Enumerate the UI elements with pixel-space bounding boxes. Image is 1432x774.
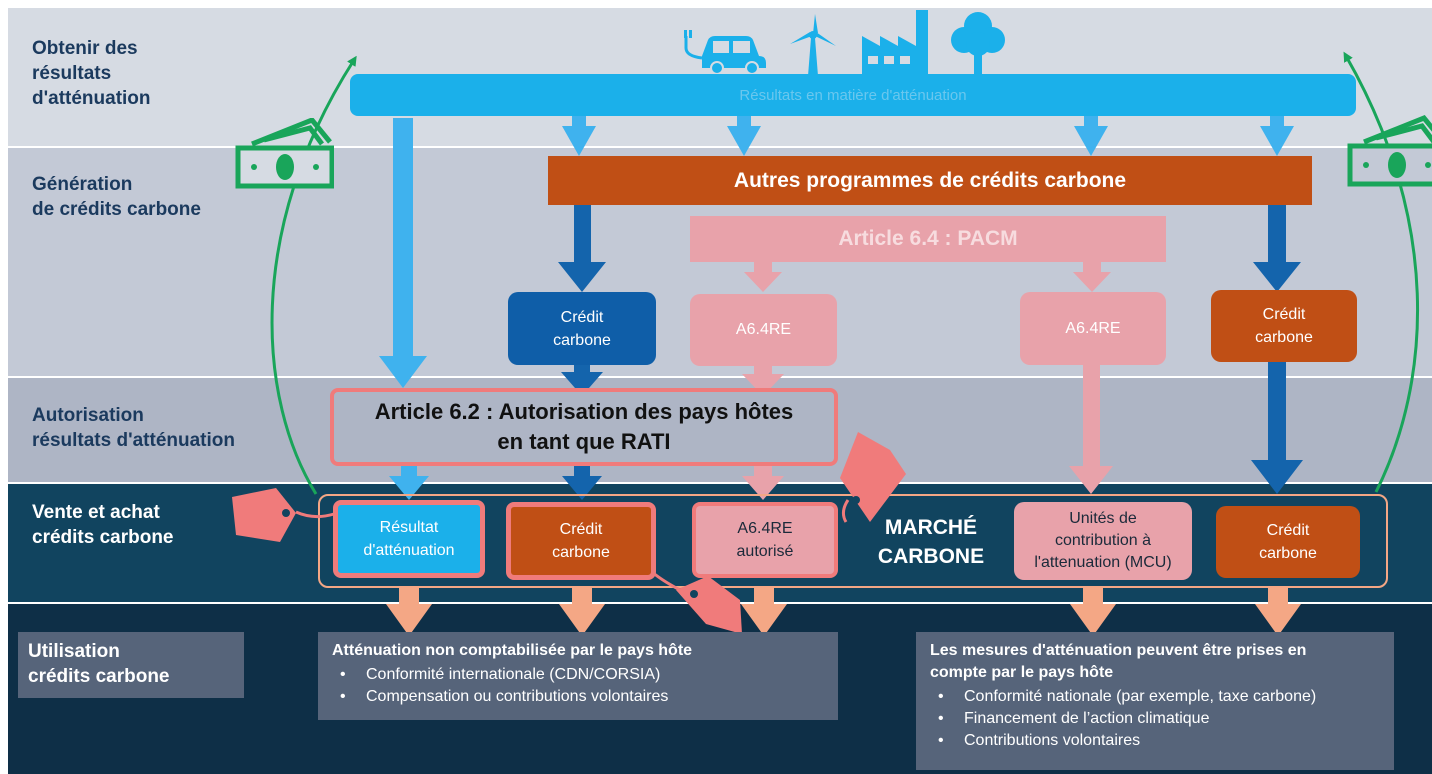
other-programs-bar: Autres programmes de crédits carbone <box>548 156 1312 205</box>
price-tag-icon <box>232 488 335 542</box>
list-item: Compensation ou contributions volontaire… <box>340 686 824 708</box>
wind-turbine-icon <box>790 14 836 76</box>
arrow-programs-to-credit-left <box>558 205 606 292</box>
arrow-use-2 <box>559 588 605 636</box>
arrow-pacm-to-a64-right <box>1073 262 1111 292</box>
arrow-results-to-authorization <box>379 118 427 388</box>
green-arrow-left <box>270 55 357 495</box>
arrow-results-to-other-programs-1 <box>562 110 596 156</box>
banknote-icon <box>1347 114 1432 187</box>
green-arrow-right <box>1343 51 1420 493</box>
arrow-auth-to-result <box>389 466 429 500</box>
use-note-right-title: Les mesures d'atténuation peuvent être p… <box>930 642 1307 681</box>
arrow-use-3 <box>741 588 787 636</box>
use-note-left-title: Atténuation non comptabilisée par le pay… <box>332 642 693 659</box>
arrow-programs-to-credit-right <box>1253 205 1301 292</box>
market-result-box: Résultat d'atténuation <box>333 500 485 578</box>
a64re-box-right: A6.4RE <box>1020 292 1166 365</box>
banknote-icon <box>235 118 334 189</box>
arrow-auth-to-a64 <box>742 466 784 500</box>
market-credit-box-2: Crédit carbone <box>1216 506 1360 578</box>
arrow-use-4 <box>1070 588 1116 636</box>
use-note-right: Les mesures d'atténuation peuvent être p… <box>916 632 1394 770</box>
market-a64re-authorized-box: A6.4RE autorisé <box>692 502 838 578</box>
arrow-use-1 <box>386 588 432 636</box>
electric-car-icon <box>684 30 766 74</box>
arrow-a64-to-mcu <box>1069 365 1113 494</box>
row-label-trade: Vente et achat crédits carbone <box>32 502 174 548</box>
row-label-use: Utilisation crédits carbone <box>18 632 244 698</box>
credit-box-right: Crédit carbone <box>1211 290 1357 362</box>
arrow-auth-to-credit <box>562 466 602 500</box>
list-item: Financement de l’action climatique <box>938 708 1380 730</box>
arrow-results-to-other-programs-4 <box>1260 110 1294 156</box>
arrow-results-to-other-programs-3 <box>1074 110 1108 156</box>
arrow-credit-to-authorization <box>561 365 603 396</box>
price-tag-icon <box>840 432 906 523</box>
market-mcu-box: Unités de contribution à l'attenuation (… <box>1014 502 1192 580</box>
pacm-bar: Article 6.4 : PACM <box>690 216 1166 262</box>
row-label-authorization: Autorisation résultats d'atténuation <box>32 405 235 451</box>
credit-box-left: Crédit carbone <box>508 292 656 365</box>
factory-icon <box>862 10 928 76</box>
list-item: Conformité nationale (par exemple, taxe … <box>938 686 1380 708</box>
row-label-obtain: Obtenir des résultats d'atténuation <box>32 38 151 109</box>
market-label: MARCHÉ CARBONE <box>877 516 985 568</box>
a64re-box-left: A6.4RE <box>690 294 837 366</box>
arrow-credit-to-market <box>1251 362 1303 494</box>
tree-icon <box>951 12 1005 76</box>
arrow-use-5 <box>1255 588 1301 636</box>
arrow-pacm-to-a64-left <box>744 262 782 292</box>
results-bar: Résultats en matière d'atténuation <box>350 74 1356 116</box>
row-label-generation: Génération de crédits carbone <box>32 174 201 220</box>
list-item: Contributions volontaires <box>938 730 1380 752</box>
market-credit-box-1: Crédit carbone <box>506 502 656 580</box>
article-62-box: Article 6.2 : Autorisation des pays hôte… <box>330 388 838 466</box>
arrow-a64-to-authorization <box>742 366 784 396</box>
price-tag-icon <box>651 570 742 634</box>
use-note-left: Atténuation non comptabilisée par le pay… <box>318 632 838 720</box>
arrow-results-to-other-programs-2 <box>727 110 761 156</box>
list-item: Conformité internationale (CDN/CORSIA) <box>340 664 824 686</box>
